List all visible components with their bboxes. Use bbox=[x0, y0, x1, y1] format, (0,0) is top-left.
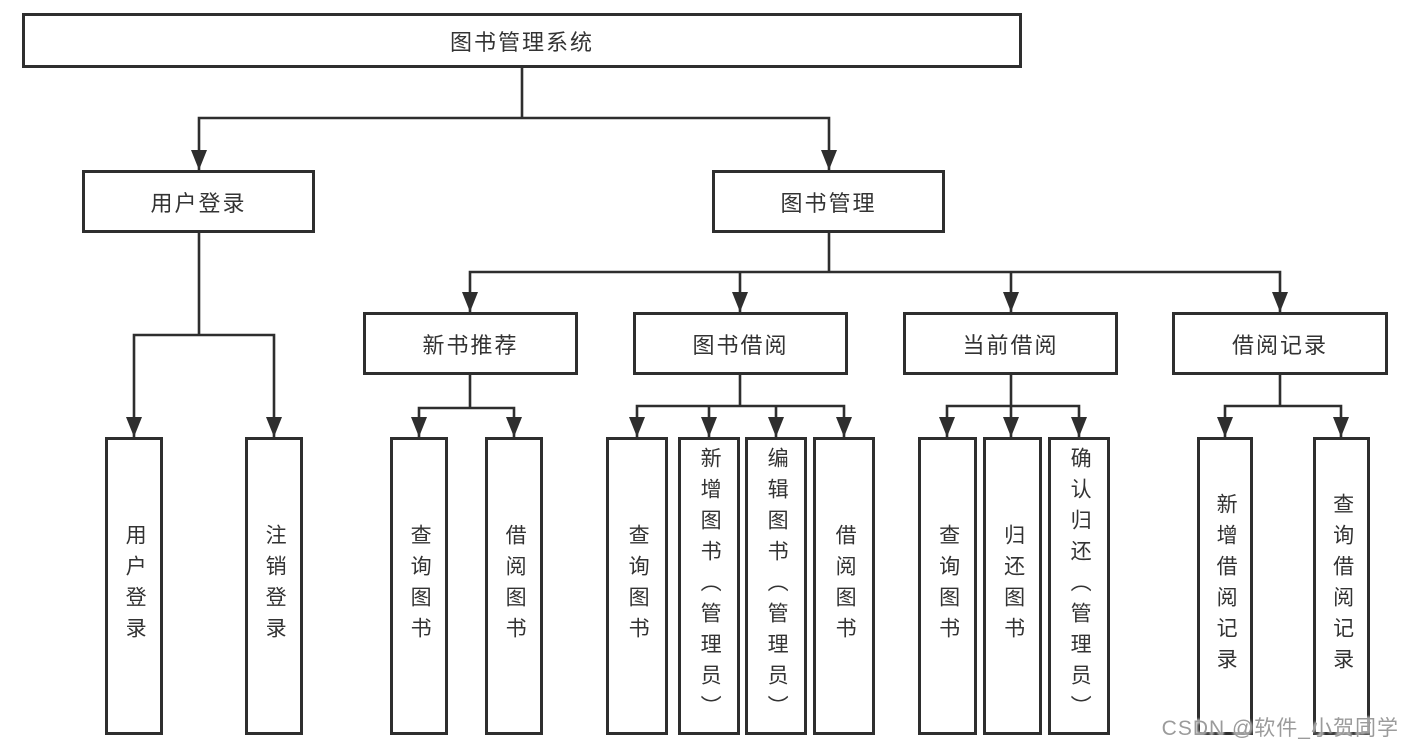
csdn-watermark: CSDN @软件_小贺同学 bbox=[1161, 717, 1399, 740]
node-leaf-br-query-record: 查询借阅记录 bbox=[1313, 437, 1370, 735]
node-leaf-rec-query-books-label: 查询图书 bbox=[408, 524, 432, 648]
node-leaf-br-query-record-label: 查询借阅记录 bbox=[1330, 493, 1354, 679]
node-new-book-recommend: 新书推荐 bbox=[363, 312, 578, 375]
node-root: 图书管理系统 bbox=[22, 13, 1022, 68]
node-leaf-bb-borrow-books-label: 借阅图书 bbox=[833, 524, 857, 648]
node-leaf-bb-edit-books-admin-label: 编辑图书（管理员） bbox=[765, 446, 789, 726]
node-leaf-cb-return-books-label: 归还图书 bbox=[1001, 524, 1025, 648]
node-leaf-rec-borrow-books: 借阅图书 bbox=[485, 437, 543, 735]
node-leaf-cb-query-books-label: 查询图书 bbox=[936, 524, 960, 648]
node-leaf-bb-add-books-admin-label: 新增图书（管理员） bbox=[698, 446, 722, 726]
node-leaf-bb-query-books: 查询图书 bbox=[606, 437, 668, 735]
node-leaf-bb-add-books-admin: 新增图书（管理员） bbox=[678, 437, 740, 735]
node-user-login: 用户登录 bbox=[82, 170, 315, 233]
node-book-management-label: 图书管理 bbox=[780, 190, 877, 216]
node-leaf-bb-query-books-label: 查询图书 bbox=[626, 524, 650, 648]
node-leaf-br-add-record-label: 新增借阅记录 bbox=[1214, 493, 1238, 679]
node-leaf-logout-label: 注销登录 bbox=[263, 524, 287, 648]
node-leaf-cb-confirm-return-admin: 确认归还（管理员） bbox=[1048, 437, 1110, 735]
node-book-borrowing: 图书借阅 bbox=[633, 312, 848, 375]
node-leaf-user-login: 用户登录 bbox=[105, 437, 163, 735]
node-leaf-user-login-label: 用户登录 bbox=[123, 524, 147, 648]
node-book-borrowing-label: 图书借阅 bbox=[692, 332, 789, 358]
node-leaf-cb-confirm-return-admin-label: 确认归还（管理员） bbox=[1068, 446, 1092, 726]
node-leaf-cb-return-books: 归还图书 bbox=[983, 437, 1042, 735]
node-root-label: 图书管理系统 bbox=[449, 29, 594, 55]
node-current-borrowing: 当前借阅 bbox=[903, 312, 1118, 375]
node-borrowing-records-label: 借阅记录 bbox=[1231, 332, 1328, 358]
node-borrowing-records: 借阅记录 bbox=[1172, 312, 1388, 375]
node-leaf-rec-query-books: 查询图书 bbox=[390, 437, 448, 735]
node-leaf-cb-query-books: 查询图书 bbox=[918, 437, 977, 735]
node-book-management: 图书管理 bbox=[712, 170, 945, 233]
node-user-login-label: 用户登录 bbox=[150, 190, 247, 216]
node-current-borrowing-label: 当前借阅 bbox=[962, 332, 1059, 358]
node-leaf-rec-borrow-books-label: 借阅图书 bbox=[503, 524, 527, 648]
node-leaf-bb-borrow-books: 借阅图书 bbox=[813, 437, 875, 735]
node-leaf-br-add-record: 新增借阅记录 bbox=[1197, 437, 1253, 735]
node-leaf-bb-edit-books-admin: 编辑图书（管理员） bbox=[745, 437, 807, 735]
node-leaf-logout: 注销登录 bbox=[245, 437, 303, 735]
node-new-book-recommend-label: 新书推荐 bbox=[422, 332, 519, 358]
